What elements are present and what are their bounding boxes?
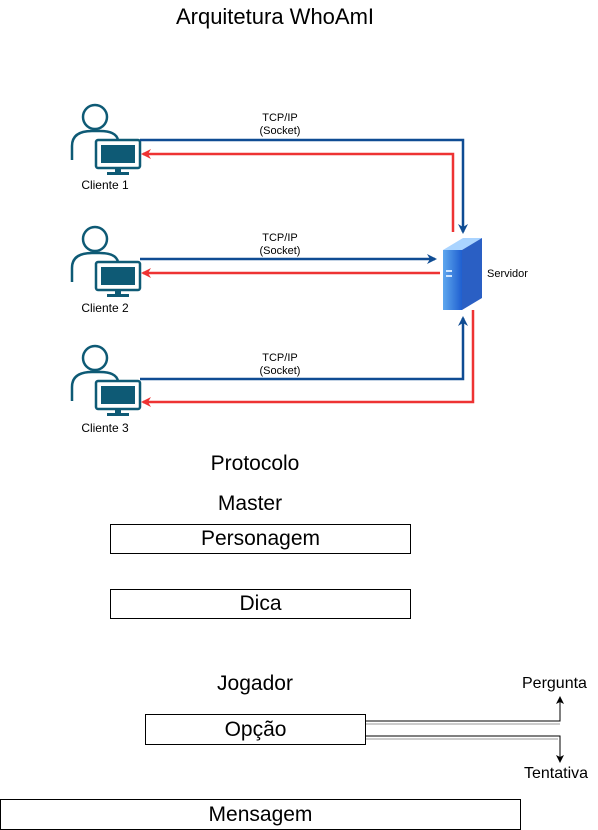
transport-label: (Socket) — [259, 125, 301, 137]
request-arrow-1 — [140, 138, 468, 234]
diagram-title: Arquitetura WhoAmI — [175, 4, 375, 29]
protocol-label: TCP/IP — [262, 232, 298, 244]
user-computer-icon — [70, 103, 142, 175]
connection-label-3: TCP/IP (Socket) — [240, 352, 320, 378]
connection-label-2: TCP/IP (Socket) — [240, 232, 320, 258]
request-arrow-3 — [140, 316, 468, 381]
response-arrow-1 — [141, 149, 455, 232]
transport-label: (Socket) — [259, 245, 301, 257]
connection-label-1: TCP/IP (Socket) — [240, 112, 320, 138]
server-icon — [443, 238, 482, 310]
dica-field: Dica — [110, 589, 411, 619]
pergunta-label: Pergunta — [522, 675, 587, 692]
jogador-heading: Jogador — [217, 672, 293, 695]
protocol-label: TCP/IP — [262, 352, 298, 364]
user-computer-icon — [70, 344, 142, 416]
server-label: Servidor — [487, 268, 528, 280]
client-2-label: Cliente 2 — [81, 301, 129, 315]
protocol-heading: Protocolo — [210, 452, 300, 475]
response-arrow-3 — [141, 310, 475, 407]
personagem-field: Personagem — [110, 524, 411, 554]
transport-label: (Socket) — [259, 365, 301, 377]
protocol-label: TCP/IP — [262, 112, 298, 124]
master-heading: Master — [217, 492, 283, 515]
tentativa-label: Tentativa — [524, 765, 589, 782]
user-computer-icon — [70, 225, 142, 297]
client-1-label: Cliente 1 — [81, 178, 129, 192]
tentativa-branch-arrow — [365, 735, 564, 763]
pergunta-branch-arrow — [365, 696, 564, 722]
client-3-label: Cliente 3 — [81, 421, 129, 435]
mensagem-field: Mensagem — [0, 799, 521, 830]
opcao-field: Opção — [145, 714, 366, 745]
